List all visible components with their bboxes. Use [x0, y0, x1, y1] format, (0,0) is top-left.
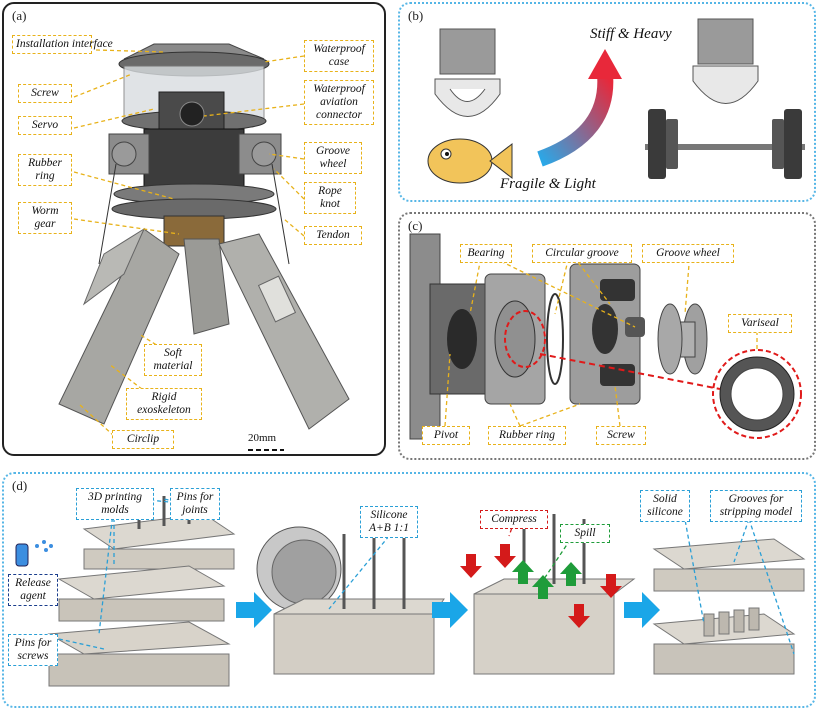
panel-a-label: (a)	[12, 8, 27, 23]
panel-a: (a)	[2, 2, 386, 456]
callout-circular-groove: Circular groove	[532, 244, 632, 263]
callout-waterproof-aviation-connector: Waterproof aviation connector	[304, 80, 374, 125]
callout-silicone: Silicone A+B 1:1	[360, 506, 418, 538]
callout-rubber-ring-c: Rubber ring	[488, 426, 566, 445]
callout-servo: Servo	[18, 116, 72, 135]
callout-screw: Screw	[18, 84, 72, 103]
callout-soft-material: Soft material	[144, 344, 202, 376]
callout-rubber-ring: Rubber ring	[18, 154, 72, 186]
callout-tendon: Tendon	[304, 226, 362, 245]
molding-process-illustration	[15, 494, 806, 687]
callout-rigid-exoskeleton: Rigid exoskeleton	[126, 388, 202, 420]
panel-c-label: (c)	[408, 218, 423, 233]
panel-d-label: (d)	[12, 478, 28, 493]
panel-d: (d)	[2, 472, 816, 708]
callout-pins-for-joints: Pins for joints	[170, 488, 220, 520]
fragile-light-label: Fragile & Light	[500, 176, 596, 192]
callout-rope-knot: Rope knot	[304, 182, 356, 214]
callout-compress: Compress	[480, 510, 548, 529]
panel-b: (b) Stiff & Heavy Fragile & Light	[398, 2, 816, 202]
callout-spill: Spill	[560, 524, 610, 543]
panel-c: (c) Bearing Cir	[398, 212, 816, 460]
scale-bar	[248, 449, 284, 451]
callout-variseal: Variseal	[728, 314, 792, 333]
callout-groove-wheel: Groove wheel	[304, 142, 362, 174]
callout-pivot: Pivot	[422, 426, 470, 445]
stiff-heavy-label: Stiff & Heavy	[590, 26, 672, 42]
joint-exploded-view	[409, 233, 802, 440]
robot-gripper-illustration	[58, 43, 350, 437]
scale-bar-label: 20mm	[248, 432, 277, 444]
callout-bearing: Bearing	[460, 244, 512, 263]
fragile-vs-heavy-illustration	[427, 18, 805, 184]
callout-grooves-for-stripping-model: Grooves for stripping model	[710, 490, 802, 522]
callout-pins-for-screws: Pins for screws	[8, 634, 58, 666]
callout-screw-c: Screw	[596, 426, 646, 445]
callout-solid-silicone: Solid silicone	[640, 490, 690, 522]
callout-release-agent: Release agent	[8, 574, 58, 606]
callout-worm-gear: Worm gear	[18, 202, 72, 234]
callout-installation-interface: Installation interface	[12, 35, 113, 54]
callout-waterproof-case: Waterproof case	[304, 40, 374, 72]
callout-circlip: Circlip	[112, 430, 174, 449]
panel-b-label: (b)	[408, 8, 424, 23]
callout-3d-printing-molds: 3D printing molds	[76, 488, 154, 520]
callout-groove-wheel-c: Groove wheel	[642, 244, 734, 263]
